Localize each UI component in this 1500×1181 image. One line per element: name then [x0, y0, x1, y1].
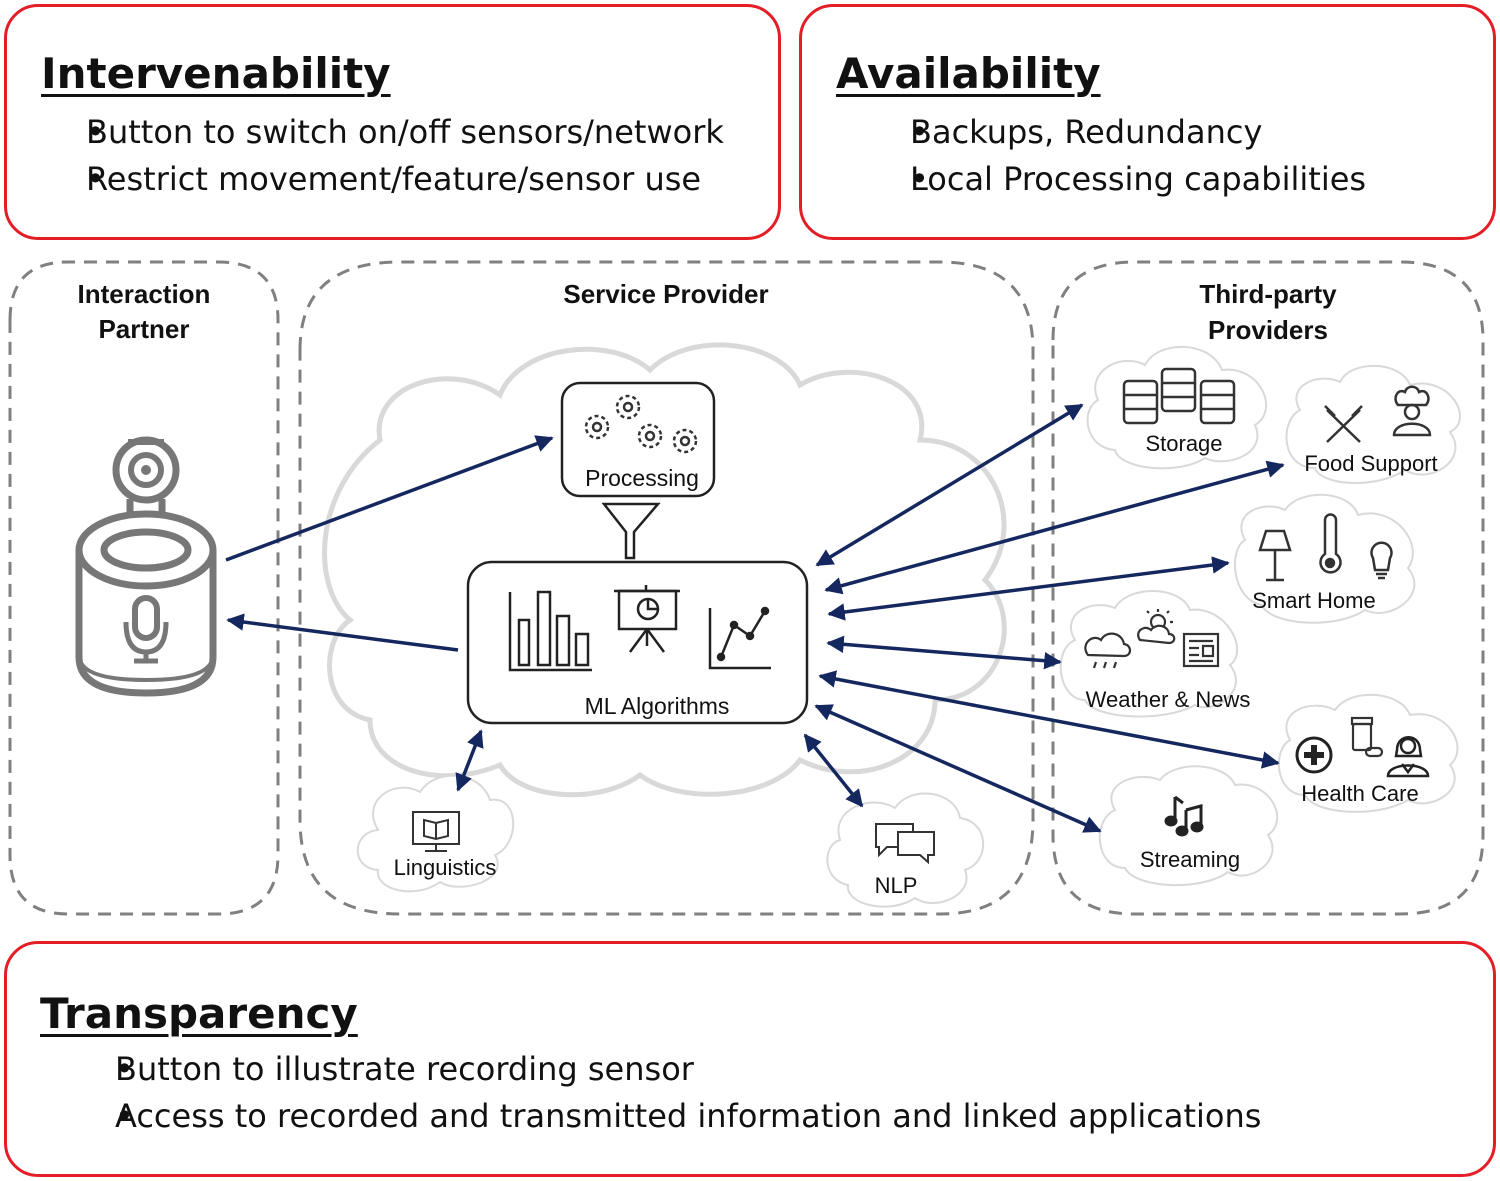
presentation-board-icon	[614, 585, 680, 653]
chef-icon	[1392, 385, 1432, 437]
nlp-cloud: NLP	[826, 792, 985, 908]
weather-news-label: Weather & News	[1086, 687, 1251, 712]
transparency-item-text: Button to illustrate recording sensor	[115, 1050, 694, 1088]
arrow-speaker-to-processing	[225, 435, 554, 562]
transparency-item: Button to illustrate recording sensor	[41, 1046, 1261, 1093]
database-icon	[1122, 367, 1236, 425]
rain-cloud-icon	[1084, 632, 1132, 669]
book-monitor-icon	[412, 811, 460, 852]
intervenability-item: Restrict movement/feature/sensor use	[43, 156, 724, 203]
medicine-icon	[1350, 716, 1384, 758]
arrow-ml-smarthome	[827, 556, 1230, 621]
medical-cross-icon	[1295, 736, 1333, 774]
availability-box: Availability Backups, Redundancy Local P…	[799, 4, 1496, 240]
intervenability-list: Button to switch on/off sensors/network …	[43, 109, 724, 203]
processing-box	[560, 381, 716, 498]
third-party-container	[1051, 260, 1485, 916]
newspaper-icon	[1182, 632, 1220, 668]
smart-home-cloud: Smart Home	[1234, 493, 1416, 624]
streaming-label: Streaming	[1140, 847, 1240, 872]
availability-item-text: Local Processing capabilities	[910, 160, 1367, 198]
health-care-cloud: Health Care	[1277, 693, 1459, 813]
music-notes-icon	[1164, 795, 1204, 837]
intervenability-item-text: Restrict movement/feature/sensor use	[86, 160, 702, 198]
availability-title: Availability	[836, 49, 1101, 98]
transparency-title: Transparency	[40, 989, 358, 1038]
availability-item: Local Processing capabilities	[838, 156, 1366, 203]
linguistics-label: Linguistics	[394, 855, 497, 880]
third-party-title: Providers	[1208, 315, 1328, 345]
data-flow-arrows	[225, 403, 1285, 833]
service-provider-title: Service Provider	[563, 279, 768, 309]
weather-news-cloud: Weather & News	[1059, 590, 1251, 718]
food-support-cloud: Food Support	[1285, 364, 1461, 484]
transparency-box: Transparency Button to illustrate record…	[4, 941, 1496, 1177]
availability-item: Backups, Redundancy	[838, 109, 1366, 156]
gears-icon	[584, 394, 698, 454]
arrow-ml-storage	[815, 403, 1084, 567]
smart-speaker-icon	[75, 436, 217, 697]
food-support-label: Food Support	[1304, 451, 1437, 476]
funnel-icon	[601, 502, 661, 560]
intervenability-item: Button to switch on/off sensors/network	[43, 109, 724, 156]
third-party-title: Third-party	[1199, 279, 1337, 309]
streaming-cloud: Streaming	[1098, 765, 1279, 887]
storage-cloud: Storage	[1086, 345, 1267, 470]
interaction-partner-title: Partner	[98, 314, 189, 344]
line-chart-icon	[708, 606, 771, 670]
transparency-item-text: Access to recorded and transmitted infor…	[115, 1097, 1262, 1135]
health-care-label: Health Care	[1301, 781, 1418, 806]
intervenability-title: Intervenability	[41, 49, 391, 98]
smart-home-label: Smart Home	[1252, 588, 1375, 613]
doctor-icon	[1386, 736, 1430, 778]
arrow-ml-linguistics	[455, 729, 484, 792]
arrow-ml-streaming	[814, 704, 1102, 833]
linguistics-cloud: Linguistics	[356, 774, 515, 893]
transparency-list: Button to illustrate recording sensor Ac…	[41, 1046, 1261, 1140]
ml-algorithms-label: ML Algorithms	[585, 693, 730, 719]
arrow-ml-weather	[826, 635, 1062, 670]
interaction-partner-title: Interaction	[78, 279, 211, 309]
lightbulb-icon	[1370, 541, 1393, 580]
cutlery-icon	[1324, 405, 1363, 443]
intervenability-box: Intervenability Button to switch on/off …	[4, 4, 781, 240]
intervenability-item-text: Button to switch on/off sensors/network	[86, 113, 724, 151]
arrow-ml-to-speaker	[226, 613, 459, 652]
nlp-label: NLP	[875, 873, 918, 898]
architecture-diagram: Interaction Partner Service Provider Thi…	[8, 260, 1485, 916]
processing-label: Processing	[585, 465, 699, 491]
availability-list: Backups, Redundancy Local Processing cap…	[838, 109, 1366, 203]
transparency-item: Access to recorded and transmitted infor…	[41, 1093, 1261, 1140]
storage-label: Storage	[1145, 431, 1222, 456]
availability-item-text: Backups, Redundancy	[910, 113, 1263, 151]
bar-chart-icon	[508, 590, 592, 672]
thermometer-icon	[1319, 513, 1342, 574]
interaction-partner-container	[8, 260, 280, 916]
